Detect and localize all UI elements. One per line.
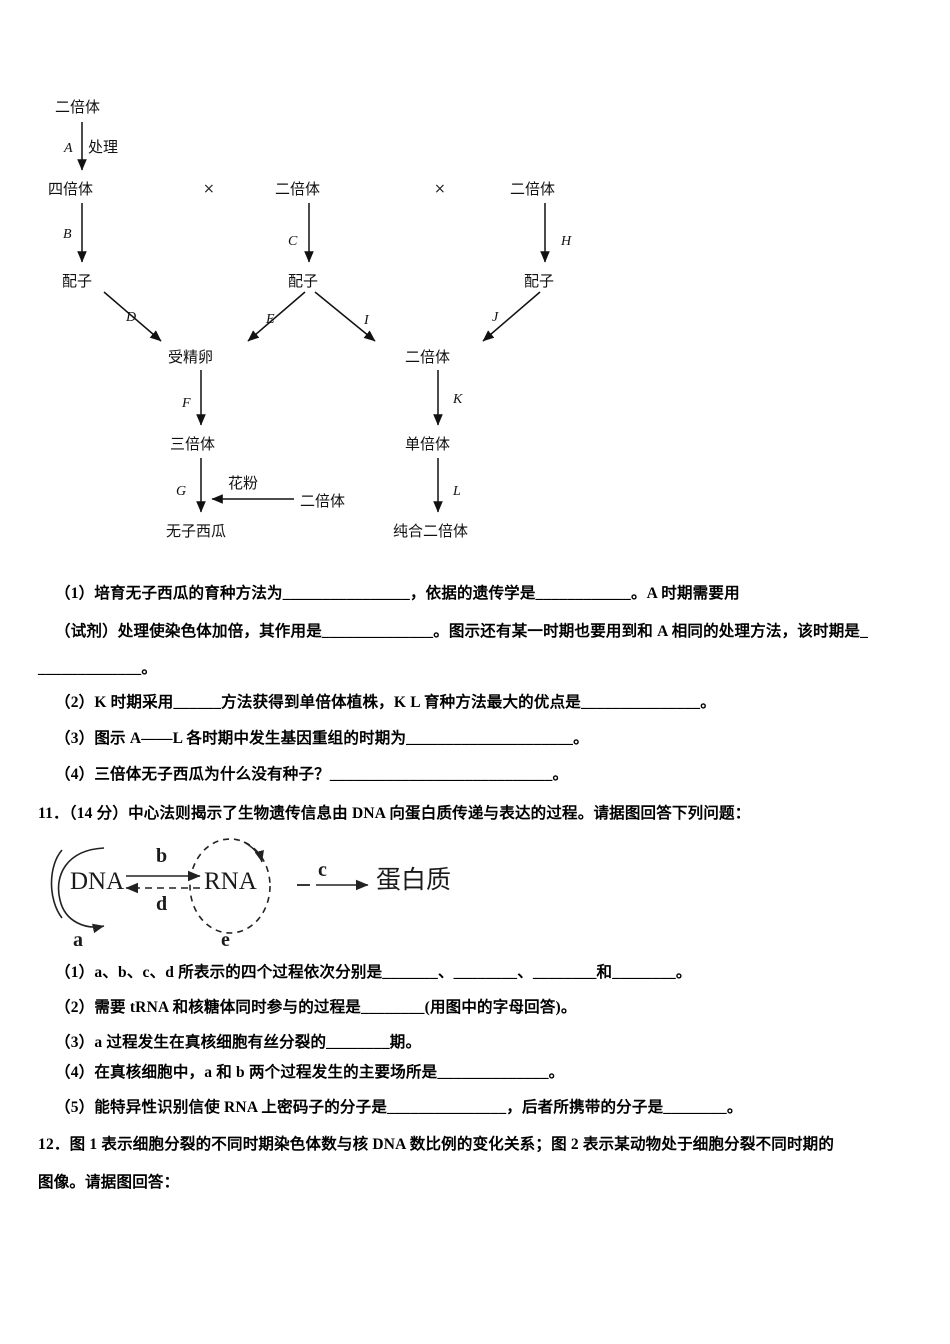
arrow-label-h: H	[561, 234, 572, 249]
arrow-label-e: E	[266, 312, 275, 327]
process-label-c: c	[318, 859, 327, 881]
arrow-label-g: G	[176, 484, 187, 499]
q10-part4: （4）三倍体无子西瓜为什么没有种子？______________________…	[55, 766, 569, 783]
node-triploid: 三倍体	[170, 435, 216, 453]
central-dogma-diagram: DNA RNA 蛋白质 a b c d e	[48, 838, 518, 958]
node-gamete-right: 配子	[524, 272, 555, 290]
cross-symbol-1: ×	[203, 181, 215, 197]
cross-symbol-2: ×	[434, 181, 446, 197]
q11-part1: （1）a、b、c、d 所表示的四个过程依次分别是_______、________…	[55, 964, 692, 981]
node-gamete-mid: 配子	[288, 272, 319, 290]
protein-label: 蛋白质	[376, 865, 452, 894]
node-haploid: 单倍体	[405, 435, 451, 453]
arrow-label-l: L	[453, 484, 461, 499]
q11-part5: （5）能特异性识别信使 RNA 上密码子的分子是_______________，…	[55, 1099, 743, 1116]
node-diploid-right: 二倍体	[510, 180, 556, 198]
node-gamete-left: 配子	[62, 272, 93, 290]
rna-label: RNA	[204, 868, 257, 895]
node-seedless-watermelon: 无子西瓜	[166, 522, 227, 540]
node-diploid-pollen-source: 二倍体	[300, 492, 346, 510]
node-diploid-mid: 二倍体	[275, 180, 321, 198]
arrow-label-d: D	[126, 310, 137, 325]
arrow-label-a: A	[64, 141, 73, 156]
arrow-label-i: I	[364, 313, 369, 328]
node-diploid-top: 二倍体	[55, 98, 101, 116]
process-label-a: a	[73, 929, 83, 951]
q12-line2: 图像。请据图回答：	[38, 1174, 180, 1191]
process-label-e: e	[221, 929, 230, 951]
q10-part1-line2: （试剂）处理使染色体加倍，其作用是______________。图示还有某一时期…	[55, 623, 869, 640]
q10-part2: （2）K 时期采用______方法获得到单倍体植株，K L 育种方法最大的优点是…	[55, 694, 716, 711]
arrow-label-c: C	[288, 234, 298, 249]
central-dogma-arrows	[50, 838, 369, 934]
flowchart-arrows	[77, 122, 550, 513]
breeding-flowchart-diagram: 二倍体 四倍体 二倍体 二倍体 配子 配子 配子 受精卵 二倍体 三倍体 单倍体…	[0, 0, 950, 565]
q11-part2: （2）需要 tRNA 和核糖体同时参与的过程是________(用图中的字母回答…	[55, 999, 577, 1016]
arrow-label-pollen: 花粉	[228, 474, 259, 492]
node-zygote: 受精卵	[168, 348, 214, 366]
process-label-b: b	[156, 845, 168, 867]
arrow-label-b: B	[63, 227, 72, 242]
node-pure-diploid: 纯合二倍体	[393, 522, 469, 540]
q11-part4: （4）在真核细胞中，a 和 b 两个过程发生的主要场所是____________…	[55, 1064, 565, 1081]
q11-stem: 11．（14 分）中心法则揭示了生物遗传信息由 DNA 向蛋白质传递与表达的过程…	[38, 805, 751, 822]
process-label-d: d	[156, 893, 168, 915]
q10-part1-line1: （1）培育无子西瓜的育种方法为________________，依据的遗传学是_…	[55, 585, 740, 602]
arrow-label-k: K	[453, 392, 463, 407]
q10-part1-line3: _____________。	[38, 660, 158, 677]
node-diploid-lower: 二倍体	[405, 348, 451, 366]
arrow-label-treatment: 处理	[88, 138, 119, 156]
node-tetraploid: 四倍体	[48, 180, 94, 198]
q11-part3: （3）a 过程发生在真核细胞有丝分裂的________期。	[55, 1034, 422, 1051]
dna-label: DNA	[70, 868, 125, 895]
arrow-label-f: F	[182, 396, 191, 411]
q12-line1: 12．图 1 表示细胞分裂的不同时期染色体数与核 DNA 数比例的变化关系；图 …	[38, 1136, 835, 1153]
q10-part3: （3）图示 A——L 各时期中发生基因重组的时期为_______________…	[55, 730, 589, 747]
arrow-label-j: J	[492, 310, 499, 325]
